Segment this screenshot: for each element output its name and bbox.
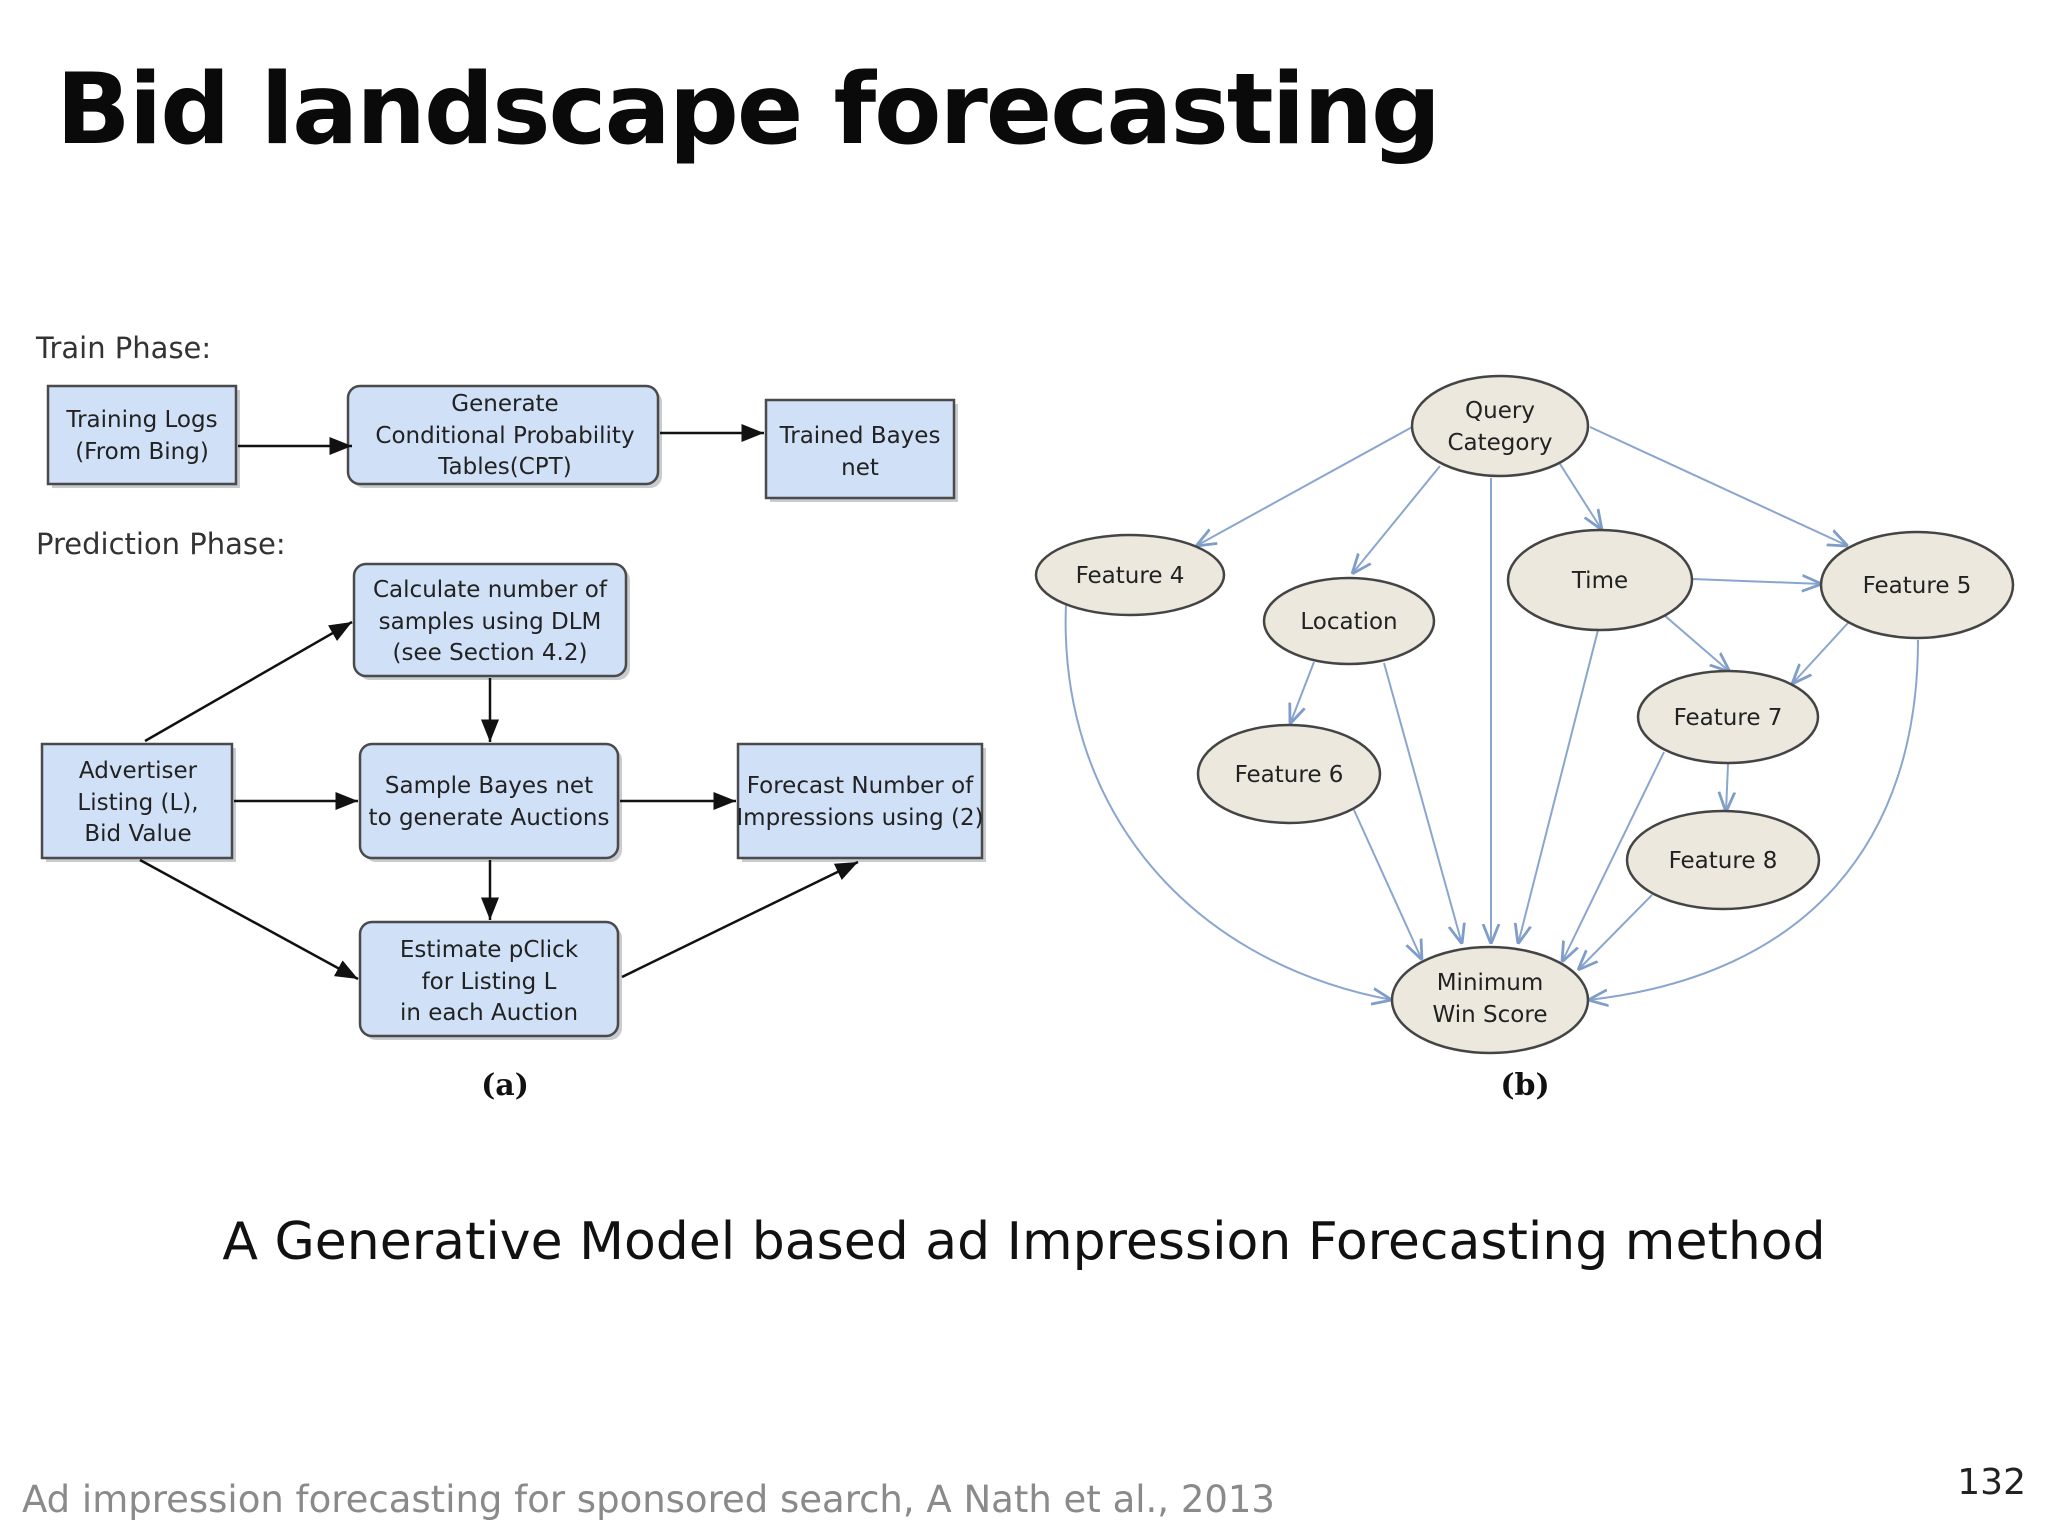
node-location: Location: [1262, 576, 1436, 666]
node-location-label: Location: [1300, 609, 1397, 635]
node-min-win-score-line1: Minimum: [1437, 970, 1544, 996]
figure-a-arrows: [139, 424, 859, 981]
box-calc-samples-line3: (see Section 4.2): [393, 640, 588, 666]
box-estimate-line2: for Listing L: [422, 969, 557, 995]
box-estimate: Estimate pClick for Listing L in each Au…: [358, 920, 622, 1040]
box-training-logs-line1: Training Logs: [65, 407, 217, 433]
node-query-category: Query Category: [1410, 374, 1590, 478]
node-feature8: Feature 8: [1625, 809, 1821, 911]
page-number: 132: [1957, 1462, 2026, 1503]
node-min-win-score-line2: Win Score: [1433, 1002, 1548, 1028]
box-advertiser: Advertiser Listing (L), Bid Value: [40, 742, 236, 862]
box-advertiser-line3: Bid Value: [84, 821, 191, 847]
node-feature7-label: Feature 7: [1674, 705, 1783, 731]
box-training-logs-line2: (From Bing): [75, 439, 209, 465]
box-generate-cpt-line2: Conditional Probability: [375, 423, 634, 449]
node-query-category-line2: Category: [1447, 430, 1552, 456]
figure-b-edges: [1064, 425, 1919, 1000]
box-sample-bayes-line1: Sample Bayes net: [385, 773, 593, 799]
box-generate-cpt: Generate Conditional Probability Tables(…: [346, 384, 662, 488]
box-generate-cpt-line3: Tables(CPT): [437, 454, 571, 480]
box-estimate-line1: Estimate pClick: [400, 937, 579, 963]
node-query-category-line1: Query: [1465, 398, 1535, 424]
box-sample-bayes-line2: to generate Auctions: [369, 805, 610, 831]
node-feature4: Feature 4: [1034, 533, 1226, 617]
box-forecast-line2: Impressions using (2): [736, 805, 983, 831]
node-feature5-label: Feature 5: [1863, 573, 1972, 599]
train-phase-label: Train Phase:: [35, 331, 211, 365]
node-time-label: Time: [1571, 568, 1628, 594]
caption-a: (a): [481, 1068, 529, 1103]
box-trained-bayes: Trained Bayes net: [764, 398, 958, 502]
box-sample-bayes: Sample Bayes net to generate Auctions: [358, 742, 622, 862]
node-min-win-score: Minimum Win Score: [1390, 945, 1590, 1055]
prediction-phase-label: Prediction Phase:: [36, 527, 286, 561]
citation: Ad impression forecasting for sponsored …: [22, 1478, 1275, 1521]
box-trained-bayes-line1: Trained Bayes: [779, 423, 941, 449]
box-forecast-line1: Forecast Number of: [747, 773, 974, 799]
node-feature5: Feature 5: [1819, 530, 2015, 640]
box-calc-samples: Calculate number of samples using DLM (s…: [352, 562, 630, 680]
box-calc-samples-line1: Calculate number of: [373, 577, 608, 603]
box-estimate-line3: in each Auction: [400, 1000, 578, 1026]
box-forecast: Forecast Number of Impressions using (2): [736, 742, 986, 862]
box-training-logs: Training Logs (From Bing): [46, 384, 240, 488]
node-feature6-label: Feature 6: [1235, 762, 1344, 788]
slide-title: Bid landscape forecasting: [56, 53, 1441, 167]
slide-subtitle: A Generative Model based ad Impression F…: [222, 1212, 1826, 1272]
box-calc-samples-line2: samples using DLM: [379, 609, 602, 635]
box-trained-bayes-line2: net: [841, 455, 879, 481]
node-feature8-label: Feature 8: [1669, 848, 1778, 874]
box-generate-cpt-line1: Generate: [451, 391, 558, 417]
box-advertiser-line2: Listing (L),: [77, 790, 198, 816]
caption-b: (b): [1500, 1068, 1549, 1103]
node-time: Time: [1506, 528, 1694, 632]
node-feature7: Feature 7: [1636, 669, 1820, 765]
node-feature4-label: Feature 4: [1076, 563, 1185, 589]
node-feature6: Feature 6: [1196, 723, 1382, 825]
box-advertiser-line1: Advertiser: [79, 758, 198, 784]
